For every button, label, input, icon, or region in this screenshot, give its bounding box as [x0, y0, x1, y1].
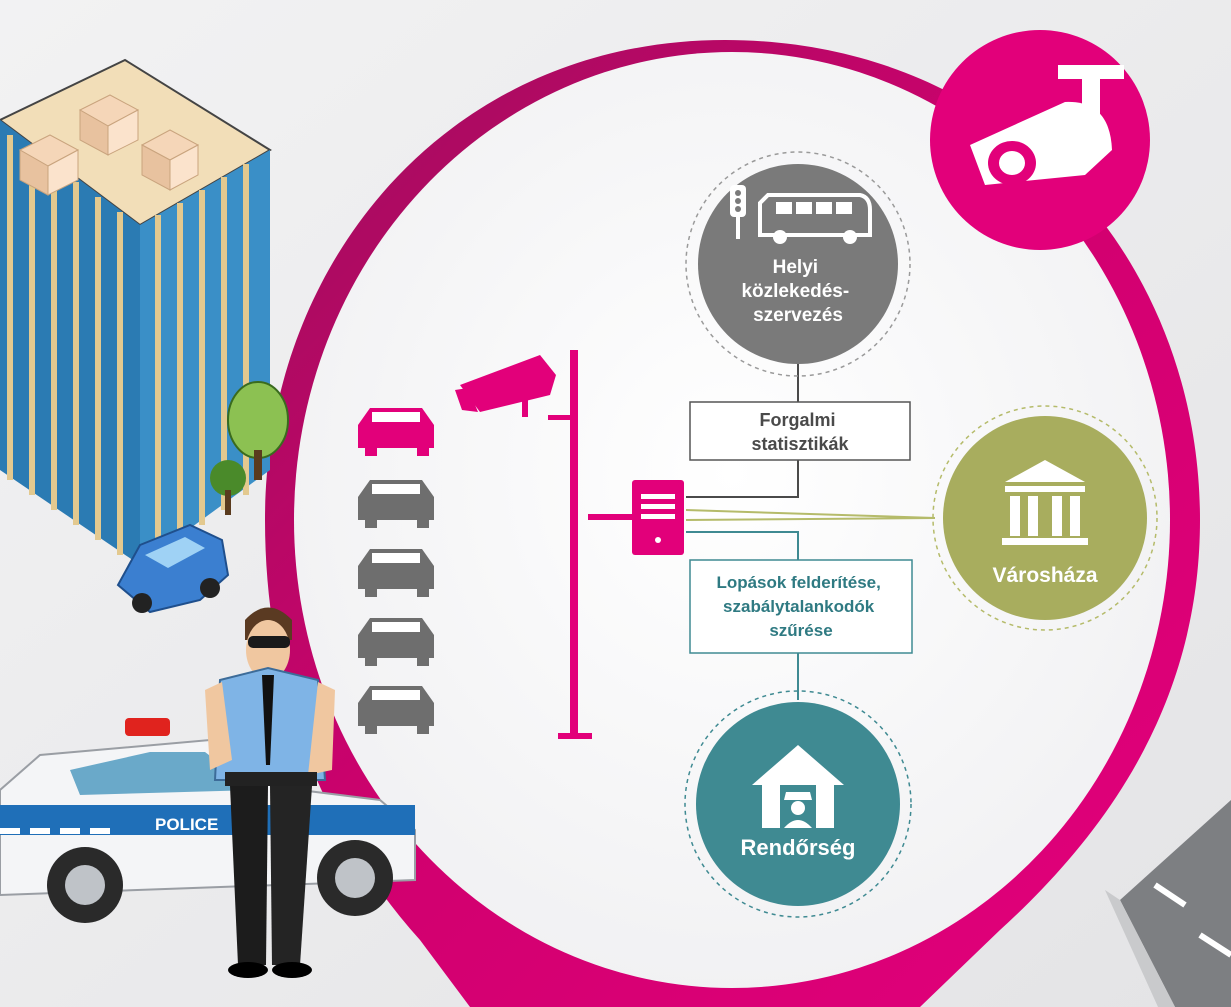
svg-text:Helyi közlekedés-: Helyi közlekedés- szervezés	[741, 257, 854, 326]
server-icon	[632, 480, 684, 555]
police-label: Rendőrség	[741, 835, 856, 860]
svg-text:Lopások felderítése, sza: Lopások felderítése, szabálytalankodók s…	[716, 573, 885, 640]
government-building-icon	[1002, 460, 1088, 545]
blue-car-illustration	[116, 523, 230, 614]
street-camera-pole-icon	[455, 350, 632, 739]
traffic-node-line-1: Helyi	[773, 257, 818, 278]
car-icon	[358, 408, 434, 456]
car-icon	[358, 549, 434, 597]
cctv-camera-icon	[930, 30, 1150, 250]
bus-and-traffic-light-icon	[730, 185, 872, 244]
stats-box-line-2: statisztikák	[751, 434, 849, 454]
theft-box-line-3: szűrése	[769, 621, 832, 640]
traffic-node-line-2: közlekedés-	[741, 281, 849, 302]
traffic-statistics-box: Forgalmi statisztikák	[689, 401, 911, 461]
car-icons-column	[358, 408, 434, 734]
police-station-icon	[752, 745, 844, 828]
police-car-illustration: POLICE	[0, 718, 416, 923]
city-hall-node: Városháza	[932, 405, 1158, 631]
police-officer-illustration	[205, 607, 335, 978]
city-hall-label: Városháza	[992, 564, 1097, 587]
car-icon	[358, 480, 434, 528]
road	[1105, 800, 1231, 1007]
connector-lines	[685, 355, 936, 700]
theft-detection-box: Lopások felderítése, szabálytalankodók s…	[689, 559, 913, 654]
svg-text:Forgalmi statisztikák: Forgalmi statisztikák	[751, 410, 849, 454]
theft-box-line-2: szabálytalankodók	[723, 597, 875, 616]
police-car-text: POLICE	[155, 815, 218, 834]
traffic-management-node: Helyi közlekedés- szervezés	[685, 151, 911, 377]
traffic-node-line-3: szervezés	[753, 305, 843, 326]
theft-box-line-1: Lopások felderítése,	[716, 573, 880, 592]
police-node: Rendőrség	[684, 690, 912, 918]
office-building-illustration	[0, 58, 272, 565]
car-icon	[358, 618, 434, 666]
stats-box-line-1: Forgalmi	[759, 410, 835, 430]
car-icon	[358, 686, 434, 734]
trees-illustration	[210, 381, 289, 515]
